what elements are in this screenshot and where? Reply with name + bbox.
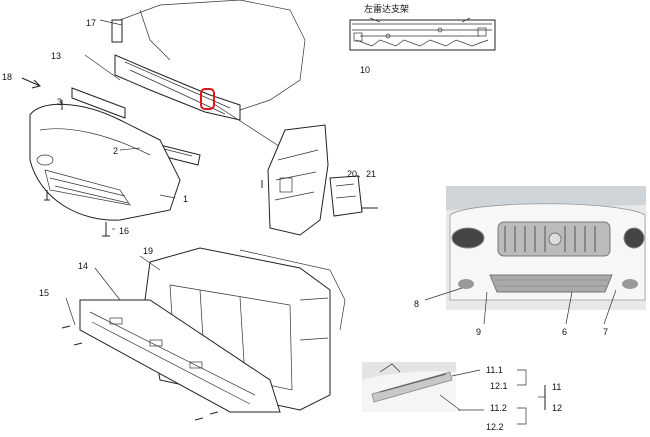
radiator-support-drawing: [61, 247, 346, 421]
label-2: 2: [113, 146, 118, 156]
label-10: 10: [360, 65, 370, 75]
label-12-1: 12.1: [490, 381, 508, 391]
car-front-photo: [424, 186, 646, 325]
fog-lamp-photo: [362, 362, 546, 425]
label-13: 13: [51, 51, 61, 61]
label-6: 6: [562, 327, 567, 337]
label-17: 17: [86, 18, 96, 28]
highlight-marker: [200, 88, 215, 110]
label-11-1: 11.1: [486, 365, 503, 375]
label-9: 9: [476, 327, 481, 337]
label-19: 19: [143, 246, 153, 256]
label-14: 14: [78, 261, 88, 271]
label-3: 3: [57, 97, 62, 107]
label-8: 8: [414, 299, 419, 309]
label-12: 12: [552, 403, 562, 413]
label-11-2: 11.2: [490, 403, 507, 413]
top-label: 左雷达支架: [364, 3, 409, 14]
label-11: 11: [552, 382, 561, 392]
radar-bracket-drawing: [349, 17, 496, 51]
label-12-2: 12.2: [486, 422, 504, 432]
side-bracket-drawing: [261, 124, 378, 236]
label-18: 18: [2, 72, 12, 82]
label-16: 16: [119, 226, 129, 236]
label-20-21: 20、21: [347, 169, 376, 179]
label-15: 15: [39, 288, 49, 298]
front-bumper-drawing: [21, 0, 306, 237]
label-7: 7: [603, 327, 608, 337]
label-1: 1: [183, 194, 188, 204]
